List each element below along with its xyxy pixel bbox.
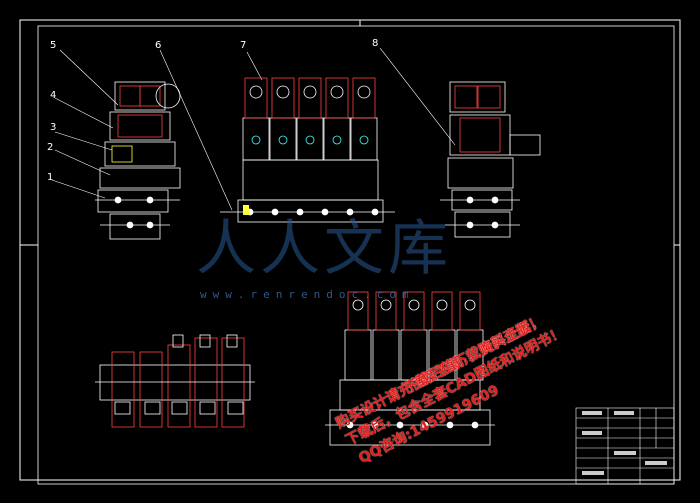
leader-lines bbox=[51, 47, 456, 211]
left-valve-stack bbox=[95, 81, 181, 240]
part-label-1: 1 bbox=[47, 172, 53, 183]
title-block bbox=[575, 407, 675, 485]
inner-frame bbox=[37, 25, 675, 485]
bottom-left-plan-view bbox=[95, 334, 255, 428]
bottom-right-view bbox=[325, 291, 495, 446]
part-label-3: 3 bbox=[50, 122, 56, 133]
outer-frame bbox=[19, 19, 681, 481]
right-valve-stack bbox=[440, 81, 541, 238]
watermark-logo: 人人文库 bbox=[196, 214, 452, 284]
part-label-8: 8 bbox=[372, 38, 378, 49]
part-label-6: 6 bbox=[155, 40, 161, 51]
part-number-labels: 5 4 3 2 1 6 7 8 bbox=[47, 38, 378, 183]
part-label-2: 2 bbox=[47, 142, 53, 153]
watermark-url: www.renrendoc.com bbox=[200, 288, 415, 301]
part-label-7: 7 bbox=[240, 40, 246, 51]
part-label-4: 4 bbox=[50, 90, 56, 101]
middle-valve-stack bbox=[220, 77, 395, 223]
part-label-5: 5 bbox=[50, 40, 56, 51]
